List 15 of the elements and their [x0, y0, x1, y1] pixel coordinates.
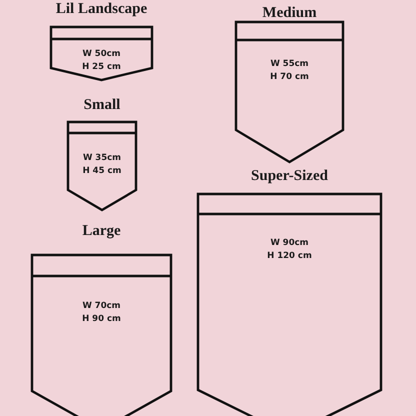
dimension-text: H 120 cm — [267, 250, 312, 263]
dimension-text: W 50cm — [82, 48, 121, 61]
dimension-text: W 35cm — [82, 152, 122, 165]
dimension-text: H 90 cm — [82, 313, 121, 326]
dimension-text: H 70 cm — [270, 71, 309, 84]
dimension-text: H 25 cm — [82, 61, 121, 74]
size-title: Lil Landscape — [54, 0, 148, 18]
size-title: Small — [82, 96, 122, 114]
size-title: Medium — [261, 4, 318, 22]
dimension-text: W 70cm — [82, 300, 121, 313]
dimension-text: H 45 cm — [82, 165, 122, 178]
dimension-text: W 55cm — [270, 58, 309, 71]
size-title: Super-Sized — [250, 167, 329, 185]
size-title: Large — [81, 222, 122, 240]
dimension-text: W 90cm — [270, 237, 309, 250]
